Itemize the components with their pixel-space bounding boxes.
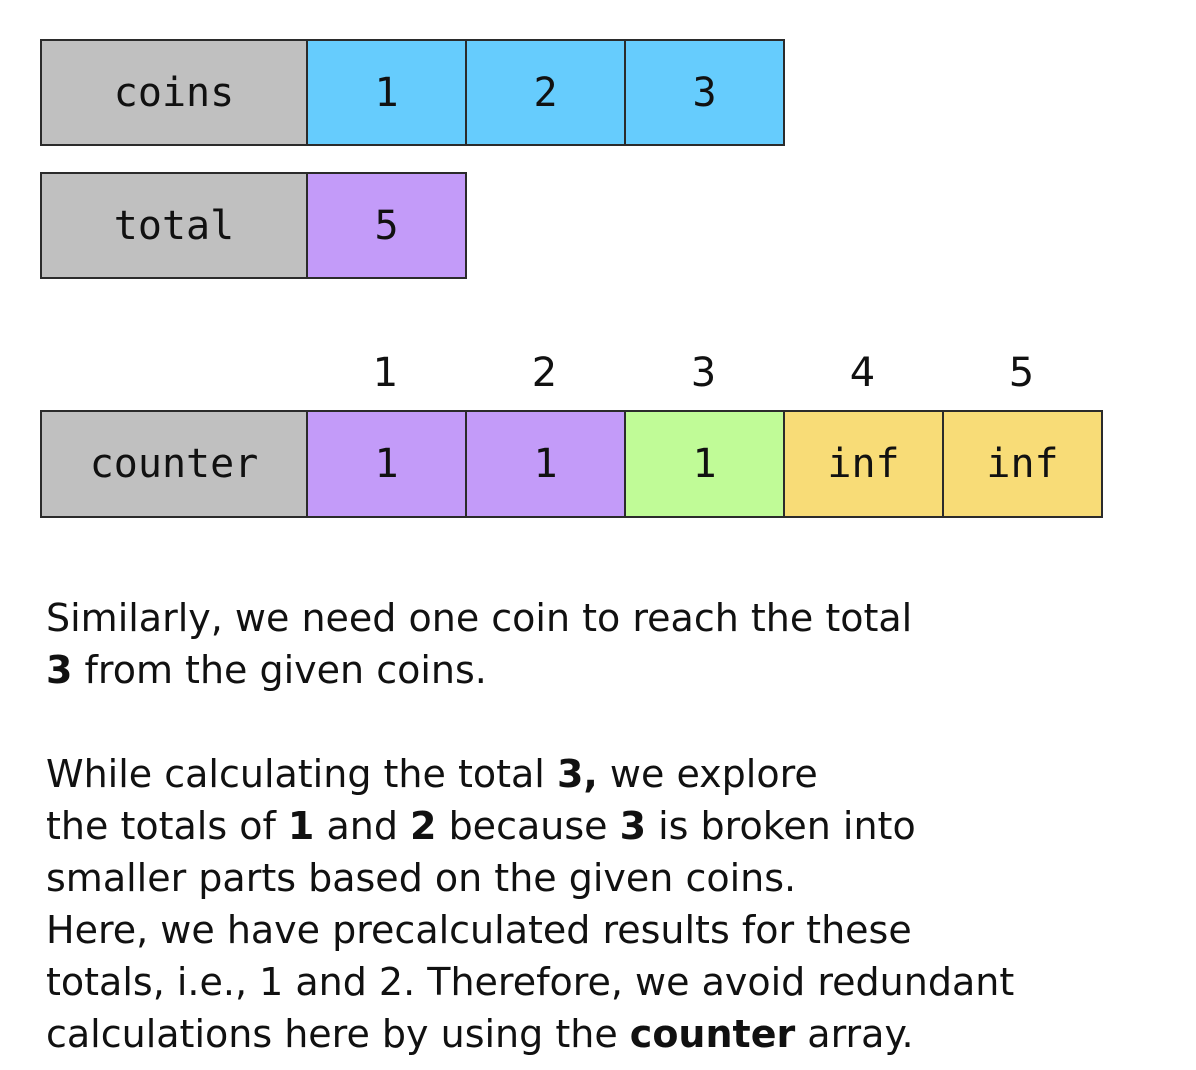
- counter-index: 3: [690, 350, 717, 396]
- counter-indices: 1 2 3 4 5: [306, 350, 1101, 396]
- text-line: Similarly, we need one coin to reach the…: [46, 596, 913, 640]
- counter-cell: inf: [783, 410, 944, 518]
- counter-index: 1: [372, 350, 399, 396]
- text-line: calculations here by using the counter a…: [46, 1012, 914, 1056]
- explanation-paragraph-1: Similarly, we need one coin to reach the…: [46, 592, 912, 696]
- text-line: totals, i.e., 1 and 2. Therefore, we avo…: [46, 960, 1015, 1004]
- counter-cell: 1: [624, 410, 785, 518]
- text-line: 3 from the given coins.: [46, 648, 487, 692]
- text-line: smaller parts based on the given coins.: [46, 856, 797, 900]
- total-array: total 5: [40, 172, 467, 279]
- text-line: the totals of 1 and 2 because 3 is broke…: [46, 804, 916, 848]
- text-line: Here, we have precalculated results for …: [46, 908, 912, 952]
- counter-cell: 1: [306, 410, 467, 518]
- coins-cell: 1: [306, 39, 467, 146]
- counter-index: 2: [531, 350, 558, 396]
- explanation-paragraph-2: While calculating the total 3, we explor…: [46, 748, 1014, 1060]
- coins-cell: 3: [624, 39, 785, 146]
- total-cell: 5: [306, 172, 467, 279]
- coins-label: coins: [40, 39, 308, 146]
- total-label: total: [40, 172, 308, 279]
- text-line: While calculating the total 3, we explor…: [46, 752, 818, 796]
- coins-cell: 2: [465, 39, 626, 146]
- counter-cell: inf: [942, 410, 1103, 518]
- counter-label: counter: [40, 410, 308, 518]
- counter-array: counter 1 1 1 inf inf: [40, 410, 1103, 518]
- counter-cell: 1: [465, 410, 626, 518]
- counter-index: 5: [1008, 350, 1035, 396]
- coins-array: coins 1 2 3: [40, 39, 785, 146]
- counter-index: 4: [849, 350, 876, 396]
